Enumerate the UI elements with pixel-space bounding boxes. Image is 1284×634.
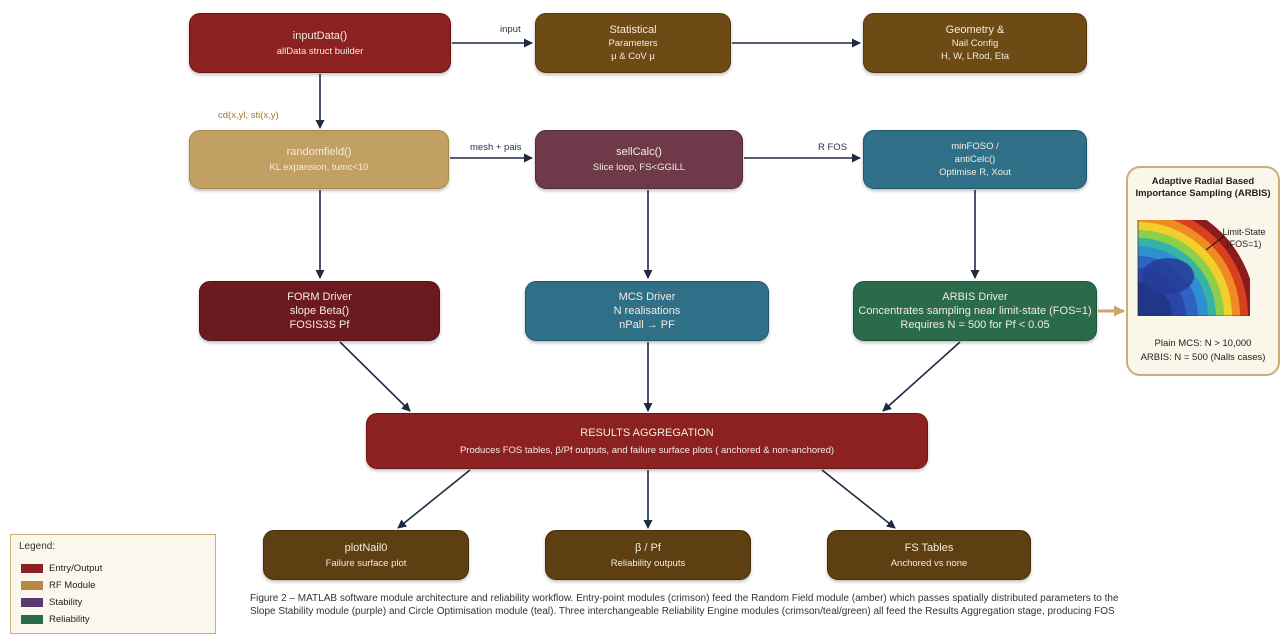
arbis-panel: Adaptive Radial Based Importance Samplin… — [1126, 166, 1280, 376]
arbis-caption-l1: Plain MCS: N > 10,000 — [1154, 338, 1252, 349]
arbis-limit-l2: (FOS=1) — [1226, 239, 1262, 249]
node-results-aggregation: RESULTS AGGREGATION Produces FOS tables,… — [366, 413, 928, 469]
edge-label-cd: cd(x,yl, sti(x,y) — [218, 110, 279, 121]
node-form-l1: FORM Driver — [287, 291, 352, 303]
arbis-panel-title-l1: Adaptive Radial Based — [1151, 176, 1255, 187]
node-input-data: inputData() allData struct builder — [189, 13, 451, 73]
node-geometry-l3: H, W, LRod, Eta — [940, 51, 1010, 62]
node-fs-tables-title: FS Tables — [904, 541, 954, 554]
legend-swatch — [21, 598, 43, 607]
node-mcs-l2: N realisations — [613, 305, 681, 317]
node-arbis-l1: ARBIS Driver — [942, 291, 1008, 303]
legend-title: Legend: — [19, 541, 56, 552]
node-random-field: randomfield() KL expansion, tumc<10 — [189, 130, 449, 189]
legend-label: Reliability — [49, 614, 90, 625]
legend-swatch — [21, 615, 43, 624]
node-mcs-driver: MCS Driver N realisations nPall → PF — [525, 281, 769, 341]
node-random-field-title: randomfield() — [286, 146, 352, 158]
node-fs-tables: FS Tables Anchored vs none — [827, 530, 1031, 580]
legend-swatch — [21, 581, 43, 590]
edge-label-input: input — [500, 24, 521, 35]
node-min-fos: minFOSO / antiCelc() Optimise R, Xout — [863, 130, 1087, 189]
node-min-fos-l3: Optimise R, Xout — [939, 167, 1011, 178]
node-form-l2: slope Beta() — [289, 305, 350, 317]
legend-item-reliability: Reliability — [21, 611, 215, 628]
legend-item-stability: Stability — [21, 594, 215, 611]
node-beta-pf-title: β / Pf — [635, 541, 661, 554]
arbis-limit-l1: Limit-State — [1222, 227, 1266, 237]
figure-caption-line-1: Figure 2 – MATLAB software module archit… — [250, 593, 1119, 604]
edge-label-rfos: R FOS — [818, 142, 848, 153]
node-fs-tables-sub: Anchored vs none — [890, 557, 968, 569]
node-results-title: RESULTS AGGREGATION — [580, 426, 714, 439]
node-statistical-l3: μ & CoV μ — [611, 51, 655, 62]
arbis-caption-l2: ARBIS: N = 500 (Nalls cases) — [1140, 352, 1266, 363]
node-beta-pf: β / Pf Reliability outputs — [545, 530, 751, 580]
legend-label: Entry/Output — [49, 563, 103, 574]
node-slice-calc-title: sellCalc() — [616, 146, 662, 158]
node-slice-calc: sellCalc() Slice loop, FS<GGILL — [535, 130, 743, 189]
node-input-data-sub: allData struct builder — [276, 45, 364, 57]
node-mcs-l1: MCS Driver — [618, 291, 676, 303]
node-arbis-driver: ARBIS Driver Concentrates sampling near … — [853, 281, 1097, 341]
node-plot-nail: plotNail0 Failure surface plot — [263, 530, 469, 580]
node-form-driver: FORM Driver slope Beta() FOSIS3S Pf — [199, 281, 440, 341]
node-min-fos-l2: antiCelc() — [954, 154, 996, 165]
arrow-results-to-fstables — [821, 469, 896, 529]
connector-layer — [315, 38, 1125, 529]
node-arbis-l3: Requires N = 500 for Pf < 0.05 — [900, 319, 1050, 331]
arbis-contour-plot — [1137, 220, 1250, 316]
legend-swatch — [21, 564, 43, 573]
node-form-l3: FOSIS3S Pf — [289, 319, 350, 331]
node-statistical-parameters: Statistical Parameters μ & CoV μ — [535, 13, 731, 73]
node-statistical-l1: Statistical — [609, 24, 657, 36]
arbis-panel-title-l2: Importance Sampling (ARBIS) — [1135, 188, 1271, 199]
legend-label: RF Module — [49, 580, 96, 591]
node-geometry-l1: Geometry & — [945, 24, 1005, 36]
node-min-fos-l1: minFOSO / — [951, 141, 999, 152]
legend-label: Stability — [49, 597, 83, 608]
node-beta-pf-sub: Reliability outputs — [610, 557, 686, 569]
figure-caption-line-2: Slope Stability module (purple) and Circ… — [250, 606, 1115, 617]
node-results-sub: Produces FOS tables, β/Pf outputs, and f… — [459, 444, 835, 456]
arrow-arbis-to-results — [882, 341, 961, 412]
node-statistical-l2: Parameters — [608, 38, 658, 49]
node-plot-nail-title: plotNail0 — [344, 541, 388, 554]
node-input-data-title: inputData() — [292, 29, 348, 42]
legend-item-rf-module: RF Module — [21, 577, 215, 594]
arrow-form-to-results — [339, 341, 411, 412]
arrow-results-to-plotnail — [397, 469, 471, 529]
node-arbis-l2: Concentrates sampling near limit-state (… — [858, 305, 1092, 317]
figure-caption: Figure 2 – MATLAB software module archit… — [250, 592, 1280, 618]
node-plot-nail-sub: Failure surface plot — [325, 557, 407, 569]
node-slice-calc-sub: Slice loop, FS<GGILL — [592, 162, 686, 173]
node-geometry-l2: Nail Config — [951, 38, 999, 49]
legend: Legend: Entry/Output RF Module Stability… — [10, 534, 216, 634]
node-geometry-config: Geometry & Nail Config H, W, LRod, Eta — [863, 13, 1087, 73]
node-mcs-l3: nPall → PF — [619, 319, 675, 331]
node-random-field-sub: KL expansion, tumc<10 — [269, 162, 369, 173]
legend-item-entry-output: Entry/Output — [21, 560, 215, 577]
edge-label-mesh: mesh + pais — [470, 142, 522, 153]
